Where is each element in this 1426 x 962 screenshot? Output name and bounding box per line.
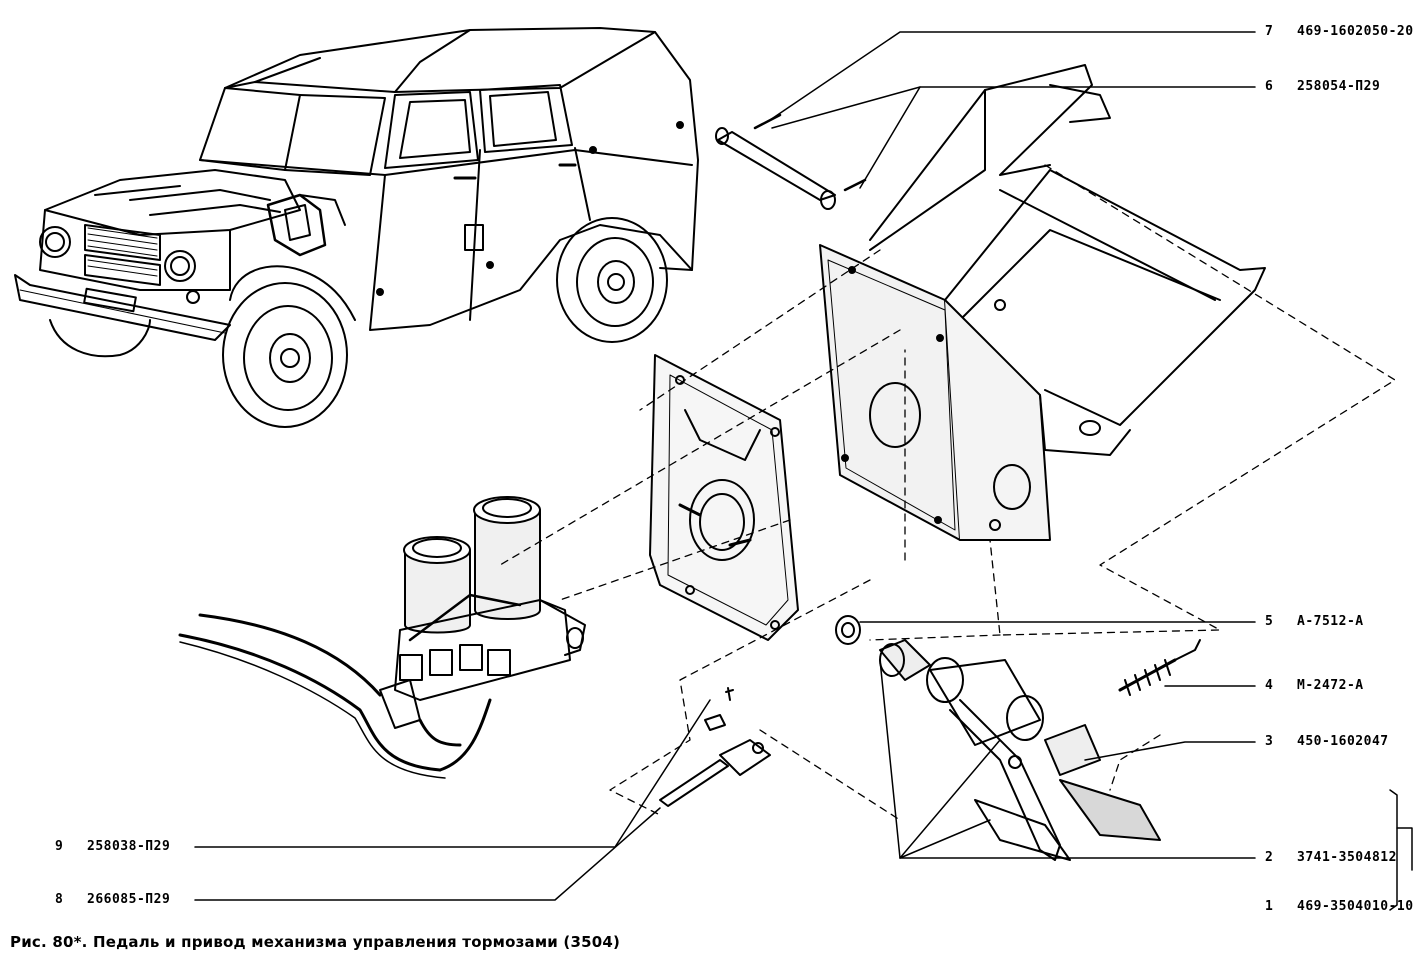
figure-caption: Рис. 80*. Педаль и привод механизма упра… bbox=[10, 933, 621, 951]
callout-code-8: 266085-П29 bbox=[87, 892, 171, 907]
callout-code-3: 450-1602047 bbox=[1297, 734, 1389, 749]
callout-number-5: 5 bbox=[1265, 614, 1273, 629]
callout-code-5: А-7512-А bbox=[1297, 614, 1364, 629]
callout-number-8: 8 bbox=[55, 892, 63, 907]
callout-code-9: 258038-П29 bbox=[87, 839, 171, 854]
callout-number-3: 3 bbox=[1265, 734, 1273, 749]
callout-number-6: 6 bbox=[1265, 79, 1273, 94]
callout-code-7: 469-1602050-20 bbox=[1297, 24, 1414, 39]
pedal-bracket bbox=[820, 65, 1265, 540]
callout-number-1: 1 bbox=[1265, 899, 1273, 914]
callout-number-9: 9 bbox=[55, 839, 63, 854]
pushrod bbox=[660, 688, 770, 806]
vehicle-illustration bbox=[15, 28, 698, 427]
master-cylinder bbox=[180, 497, 585, 778]
callout-number-7: 7 bbox=[1265, 24, 1273, 39]
pivot-pin bbox=[716, 115, 865, 209]
leader-lines bbox=[195, 32, 1412, 910]
brake-pedal bbox=[836, 616, 1200, 860]
callout-code-6: 258054-П29 bbox=[1297, 79, 1381, 94]
callout-code-2: 3741-3504812 bbox=[1297, 850, 1397, 865]
callout-number-2: 2 bbox=[1265, 850, 1273, 865]
callout-code-4: М-2472-А bbox=[1297, 678, 1364, 693]
callout-code-1: 469-3504010-10 bbox=[1297, 899, 1414, 914]
callout-number-4: 4 bbox=[1265, 678, 1273, 693]
gasket-plate bbox=[650, 355, 798, 640]
assembly-guide-lines bbox=[500, 165, 1395, 820]
